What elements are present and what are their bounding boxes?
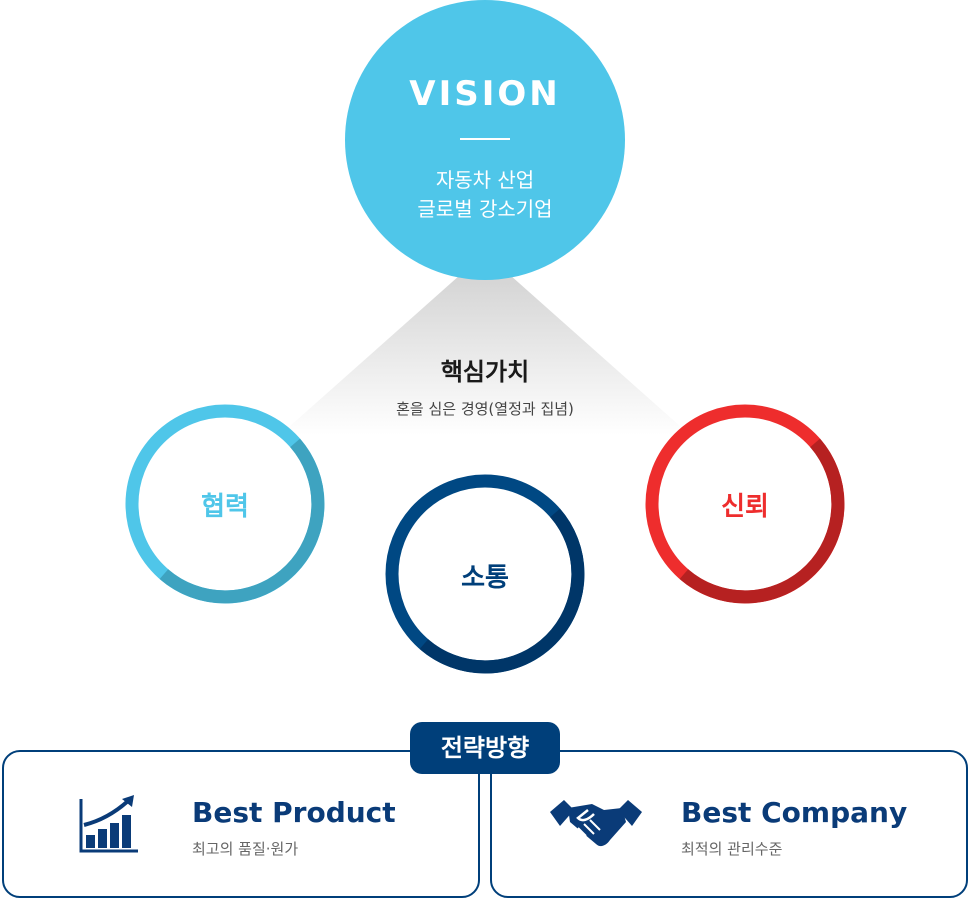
vision-beam [280, 275, 690, 435]
strategy-right-title: Best Company [681, 796, 908, 829]
core-values-subtitle: 혼을 심은 경영(열정과 집념) [396, 400, 574, 418]
value-label-communication: 소통 [461, 563, 509, 593]
vision-title: VISION [409, 74, 561, 114]
strategy-left-title: Best Product [192, 796, 396, 829]
strategy-box-company [490, 750, 968, 898]
value-label-trust: 신뢰 [721, 492, 769, 522]
vision-statement: 자동차 산업 글로벌 강소기업 [345, 166, 625, 224]
vision-line-1: 자동차 산업 [435, 168, 535, 192]
value-ring-cooperation [125, 404, 325, 604]
value-label-cooperation: 협력 [201, 492, 249, 522]
core-values-title: 핵심가치 [440, 358, 530, 386]
vision-divider [460, 138, 510, 140]
strategy-badge: 전략방향 [410, 722, 560, 774]
vision-circle: VISION 자동차 산업 글로벌 강소기업 [345, 0, 625, 280]
growth-chart-icon [79, 795, 138, 853]
value-ring-trust [645, 404, 845, 604]
strategy-left-subtitle: 최고의 품질·원가 [192, 840, 299, 858]
strategy-right-subtitle: 최적의 관리수준 [681, 840, 783, 858]
vision-line-2: 글로벌 강소기업 [417, 197, 553, 221]
value-ring-communication [385, 474, 585, 674]
handshake-icon [550, 800, 642, 847]
